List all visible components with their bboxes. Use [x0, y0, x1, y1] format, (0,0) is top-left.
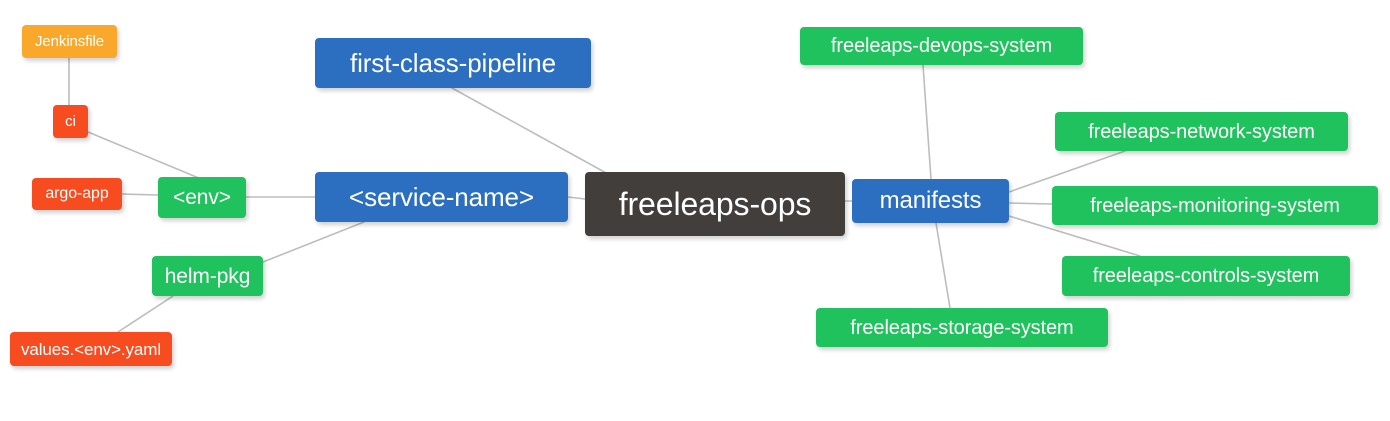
mindmap-edge-manifests-to-freeleaps-storage-system [935, 222, 951, 309]
mindmap-node-freeleaps-network-system[interactable]: freeleaps-network-system [1055, 112, 1348, 151]
mindmap-node-freeleaps-ops[interactable]: freeleaps-ops [585, 172, 845, 236]
mindmap-node-label: Jenkinsfile [35, 33, 104, 50]
mindmap-node-label: manifests [879, 187, 982, 214]
mindmap-node-manifests[interactable]: manifests [852, 179, 1009, 223]
mindmap-node-helm-pkg[interactable]: helm-pkg [152, 256, 263, 296]
mindmap-node-freeleaps-devops-system[interactable]: freeleaps-devops-system [800, 27, 1083, 65]
mindmap-edge-freeleaps-ops-to-service-name [567, 196, 586, 200]
mindmap-node-freeleaps-monitoring-system[interactable]: freeleaps-monitoring-system [1052, 186, 1378, 225]
mindmap-node-label: values.<env>.yaml [20, 339, 162, 359]
mindmap-node-argo-app[interactable]: argo-app [32, 178, 122, 210]
mindmap-node-label: freeleaps-ops [618, 186, 812, 222]
mindmap-edge-manifests-to-freeleaps-monitoring-system [1008, 202, 1053, 205]
mindmap-node-service-name[interactable]: <service-name> [315, 172, 568, 222]
mindmap-node-label: freeleaps-storage-system [850, 316, 1074, 339]
mindmap-node-label: freeleaps-devops-system [830, 35, 1053, 57]
mindmap-node-label: helm-pkg [164, 264, 251, 288]
mindmap-node-label: <env> [173, 186, 231, 209]
mindmap-node-label: ci [65, 113, 76, 130]
mindmap-node-env[interactable]: <env> [158, 177, 246, 218]
mindmap-edge-service-name-to-helm-pkg [262, 221, 365, 263]
mindmap-edge-manifests-to-freeleaps-devops-system [922, 64, 932, 180]
mindmap-node-label: freeleaps-network-system [1088, 120, 1315, 143]
mindmap-edge-helm-pkg-to-values-env-yaml [117, 295, 174, 333]
mindmap-node-values-env-yaml[interactable]: values.<env>.yaml [10, 332, 172, 366]
mindmap-edge-env-to-argo-app [121, 193, 159, 196]
mindmap-node-label: argo-app [45, 185, 109, 202]
mindmap-node-jenkinsfile[interactable]: Jenkinsfile [22, 25, 117, 58]
mindmap-node-ci[interactable]: ci [53, 105, 88, 138]
mindmap-edge-freeleaps-ops-to-first-class-pipeline [451, 87, 609, 175]
mindmap-edge-env-to-ci [87, 131, 207, 182]
mindmap-node-freeleaps-storage-system[interactable]: freeleaps-storage-system [816, 308, 1108, 347]
mindmap-node-freeleaps-controls-system[interactable]: freeleaps-controls-system [1062, 256, 1350, 296]
mindmap-node-label: freeleaps-monitoring-system [1090, 194, 1340, 217]
mindmap-node-label: <service-name> [348, 182, 535, 212]
mindmap-node-first-class-pipeline[interactable]: first-class-pipeline [315, 38, 591, 88]
mindmap-node-label: freeleaps-controls-system [1092, 265, 1320, 287]
mindmap-node-label: first-class-pipeline [349, 48, 557, 78]
